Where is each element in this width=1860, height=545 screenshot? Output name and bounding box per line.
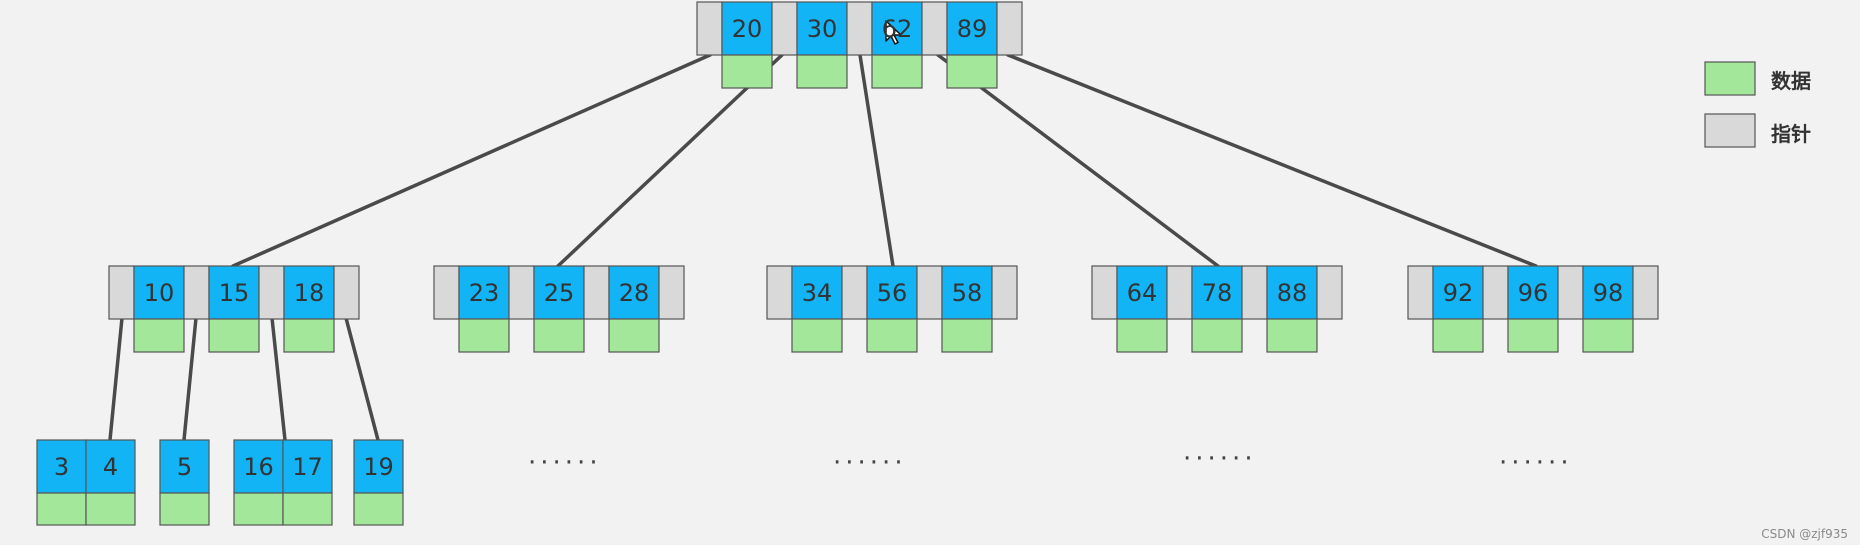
node-l2-0-key-2 bbox=[283, 265, 335, 320]
root-data-0 bbox=[721, 54, 773, 89]
root-pointer-1 bbox=[771, 1, 798, 56]
watermark: CSDN @zjf935 bbox=[1761, 527, 1848, 541]
node-l2-0-data-1 bbox=[208, 318, 260, 353]
ellipsis-2: ······ bbox=[833, 448, 907, 478]
node-l2-4-pointer-0 bbox=[1407, 265, 1434, 320]
node-l2-0-data-0 bbox=[133, 318, 185, 353]
legend-pointer-swatch bbox=[1704, 113, 1756, 148]
legend-data-label: 数据 bbox=[1771, 69, 1811, 93]
node-l2-4-pointer-3 bbox=[1632, 265, 1659, 320]
node-l2-2-key-1 bbox=[866, 265, 918, 320]
edge-l2-1 bbox=[182, 316, 198, 442]
node-l2-1-key-2 bbox=[608, 265, 660, 320]
nodes bbox=[36, 1, 1756, 526]
node-l2-0-pointer-2 bbox=[258, 265, 285, 320]
edge-root-0 bbox=[231, 53, 712, 268]
node-l2-3-data-1 bbox=[1191, 318, 1243, 353]
node-l2-3-pointer-3 bbox=[1316, 265, 1343, 320]
ellipsis-1: ······ bbox=[528, 448, 602, 478]
root-data-3 bbox=[946, 54, 998, 89]
ellipsis-3: ······ bbox=[1183, 444, 1257, 474]
leaf-0-data-0 bbox=[36, 492, 87, 526]
node-l2-4-pointer-2 bbox=[1557, 265, 1584, 320]
root-pointer-2 bbox=[846, 1, 873, 56]
node-l2-3-key-2 bbox=[1266, 265, 1318, 320]
node-l2-4-key-2 bbox=[1582, 265, 1634, 320]
node-l2-2-data-1 bbox=[866, 318, 918, 353]
root-pointer-4 bbox=[996, 1, 1023, 56]
node-l2-0-data-2 bbox=[283, 318, 335, 353]
leaf-3-key-0 bbox=[353, 439, 404, 494]
node-l2-4-pointer-1 bbox=[1482, 265, 1509, 320]
node-l2-3-key-1 bbox=[1191, 265, 1243, 320]
root-pointer-3 bbox=[921, 1, 948, 56]
edge-root-2 bbox=[858, 53, 895, 268]
node-l2-0-key-1 bbox=[208, 265, 260, 320]
root-pointer-0 bbox=[696, 1, 723, 56]
node-l2-2-pointer-1 bbox=[841, 265, 868, 320]
root-data-1 bbox=[796, 54, 848, 89]
leaf-0-key-0 bbox=[36, 439, 87, 494]
node-l2-1-key-1 bbox=[533, 265, 585, 320]
node-l2-0-key-0 bbox=[133, 265, 185, 320]
node-l2-1-pointer-0 bbox=[433, 265, 460, 320]
node-l2-3-pointer-2 bbox=[1241, 265, 1268, 320]
node-l2-1-data-1 bbox=[533, 318, 585, 353]
root-key-1 bbox=[796, 1, 848, 56]
node-l2-3-data-0 bbox=[1116, 318, 1168, 353]
node-l2-4-data-0 bbox=[1432, 318, 1484, 353]
legend-data-swatch bbox=[1704, 61, 1756, 96]
edges bbox=[108, 53, 1538, 442]
edge-root-1 bbox=[556, 53, 784, 268]
leaf-3-data-0 bbox=[353, 492, 404, 526]
root-key-3 bbox=[946, 1, 998, 56]
leaf-1-data-0 bbox=[159, 492, 210, 526]
node-l2-2-pointer-0 bbox=[766, 265, 793, 320]
edge-l2-2 bbox=[270, 316, 287, 442]
node-l2-2-key-2 bbox=[941, 265, 993, 320]
node-l2-2-data-2 bbox=[941, 318, 993, 353]
leaf-2-data-1 bbox=[282, 492, 333, 526]
node-l2-3-pointer-1 bbox=[1166, 265, 1193, 320]
node-l2-1-key-0 bbox=[458, 265, 510, 320]
leaf-2-data-0 bbox=[233, 492, 284, 526]
node-l2-3-pointer-0 bbox=[1091, 265, 1118, 320]
leaf-0-key-1 bbox=[85, 439, 136, 494]
edge-l2-3 bbox=[344, 316, 380, 442]
edge-l2-0 bbox=[108, 316, 124, 442]
leaf-2-key-1 bbox=[282, 439, 333, 494]
node-l2-2-data-0 bbox=[791, 318, 843, 353]
node-l2-1-data-0 bbox=[458, 318, 510, 353]
node-l2-3-data-2 bbox=[1266, 318, 1318, 353]
node-l2-4-data-2 bbox=[1582, 318, 1634, 353]
node-l2-4-data-1 bbox=[1507, 318, 1559, 353]
edge-root-3 bbox=[936, 53, 1220, 268]
leaf-1-key-0 bbox=[159, 439, 210, 494]
node-l2-2-key-0 bbox=[791, 265, 843, 320]
node-l2-2-pointer-2 bbox=[916, 265, 943, 320]
node-l2-0-pointer-0 bbox=[108, 265, 135, 320]
node-l2-3-key-0 bbox=[1116, 265, 1168, 320]
leaf-0-data-1 bbox=[85, 492, 136, 526]
root-key-2 bbox=[871, 1, 923, 56]
node-l2-0-pointer-1 bbox=[183, 265, 210, 320]
node-l2-2-pointer-3 bbox=[991, 265, 1018, 320]
node-l2-1-pointer-1 bbox=[508, 265, 535, 320]
root-data-2 bbox=[871, 54, 923, 89]
node-l2-1-data-2 bbox=[608, 318, 660, 353]
node-l2-4-key-0 bbox=[1432, 265, 1484, 320]
root-key-0 bbox=[721, 1, 773, 56]
node-l2-0-pointer-3 bbox=[333, 265, 360, 320]
legend-pointer-label: 指针 bbox=[1771, 122, 1811, 146]
ellipsis-4: ······ bbox=[1499, 448, 1573, 478]
node-l2-4-key-1 bbox=[1507, 265, 1559, 320]
edge-root-4 bbox=[1006, 53, 1538, 268]
node-l2-1-pointer-3 bbox=[658, 265, 685, 320]
node-l2-1-pointer-2 bbox=[583, 265, 610, 320]
mouse-cursor-icon bbox=[885, 20, 902, 45]
leaf-2-key-0 bbox=[233, 439, 284, 494]
